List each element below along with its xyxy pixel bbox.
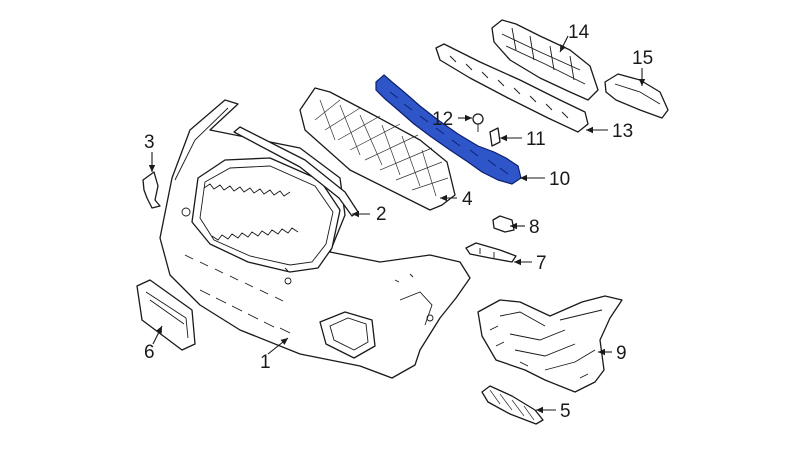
part-4-grille [299, 87, 456, 211]
callout-15: 15 [632, 48, 653, 69]
arrowhead-6 [156, 326, 162, 334]
arrowhead-11 [500, 134, 507, 142]
arrowhead-8 [510, 222, 517, 230]
callout-4: 4 [462, 189, 473, 210]
part-12-push-pin [472, 113, 484, 132]
arrowhead-13 [586, 126, 593, 134]
callout-2: 2 [376, 204, 387, 225]
callout-6: 6 [144, 342, 155, 363]
callout-11: 11 [526, 129, 546, 150]
callout-8: 8 [529, 217, 540, 238]
part-6-plate-bracket [136, 279, 196, 351]
part-11-clip [489, 127, 501, 147]
callout-7: 7 [536, 253, 547, 274]
part-3-clip [142, 171, 161, 209]
callout-3: 3 [144, 132, 155, 153]
part-8-clip [492, 215, 515, 233]
arrowhead-15 [638, 79, 646, 86]
callout-arrowheads [148, 44, 646, 414]
arrowhead-9 [598, 348, 605, 356]
arrowhead-14 [560, 44, 566, 52]
part-13-reinforcement [435, 43, 589, 133]
callout-1: 1 [260, 352, 271, 373]
arrowhead-4 [440, 194, 447, 202]
arrowhead-12 [465, 114, 472, 122]
callout-9: 9 [616, 343, 627, 364]
arrowhead-2 [352, 210, 359, 218]
part-9-side-bracket [477, 295, 623, 393]
callout-14: 14 [568, 22, 590, 43]
callout-labels: 1 2 3 4 5 6 7 8 9 10 11 12 13 14 15 [144, 22, 653, 422]
callout-10: 10 [549, 169, 570, 190]
part-5-lower-insert [481, 385, 544, 425]
part-14-absorber [491, 19, 599, 101]
callout-13: 13 [612, 121, 633, 142]
arrowhead-3 [148, 165, 156, 172]
arrowhead-1 [280, 338, 288, 345]
part-1-bumper-cover [159, 99, 471, 379]
arrowhead-5 [536, 406, 543, 414]
arrowhead-7 [514, 258, 521, 266]
callout-12: 12 [432, 109, 453, 130]
arrowhead-10 [520, 174, 527, 182]
part-7-bracket [465, 242, 517, 263]
callout-5: 5 [560, 401, 571, 422]
part-15-side-guide [604, 73, 669, 119]
